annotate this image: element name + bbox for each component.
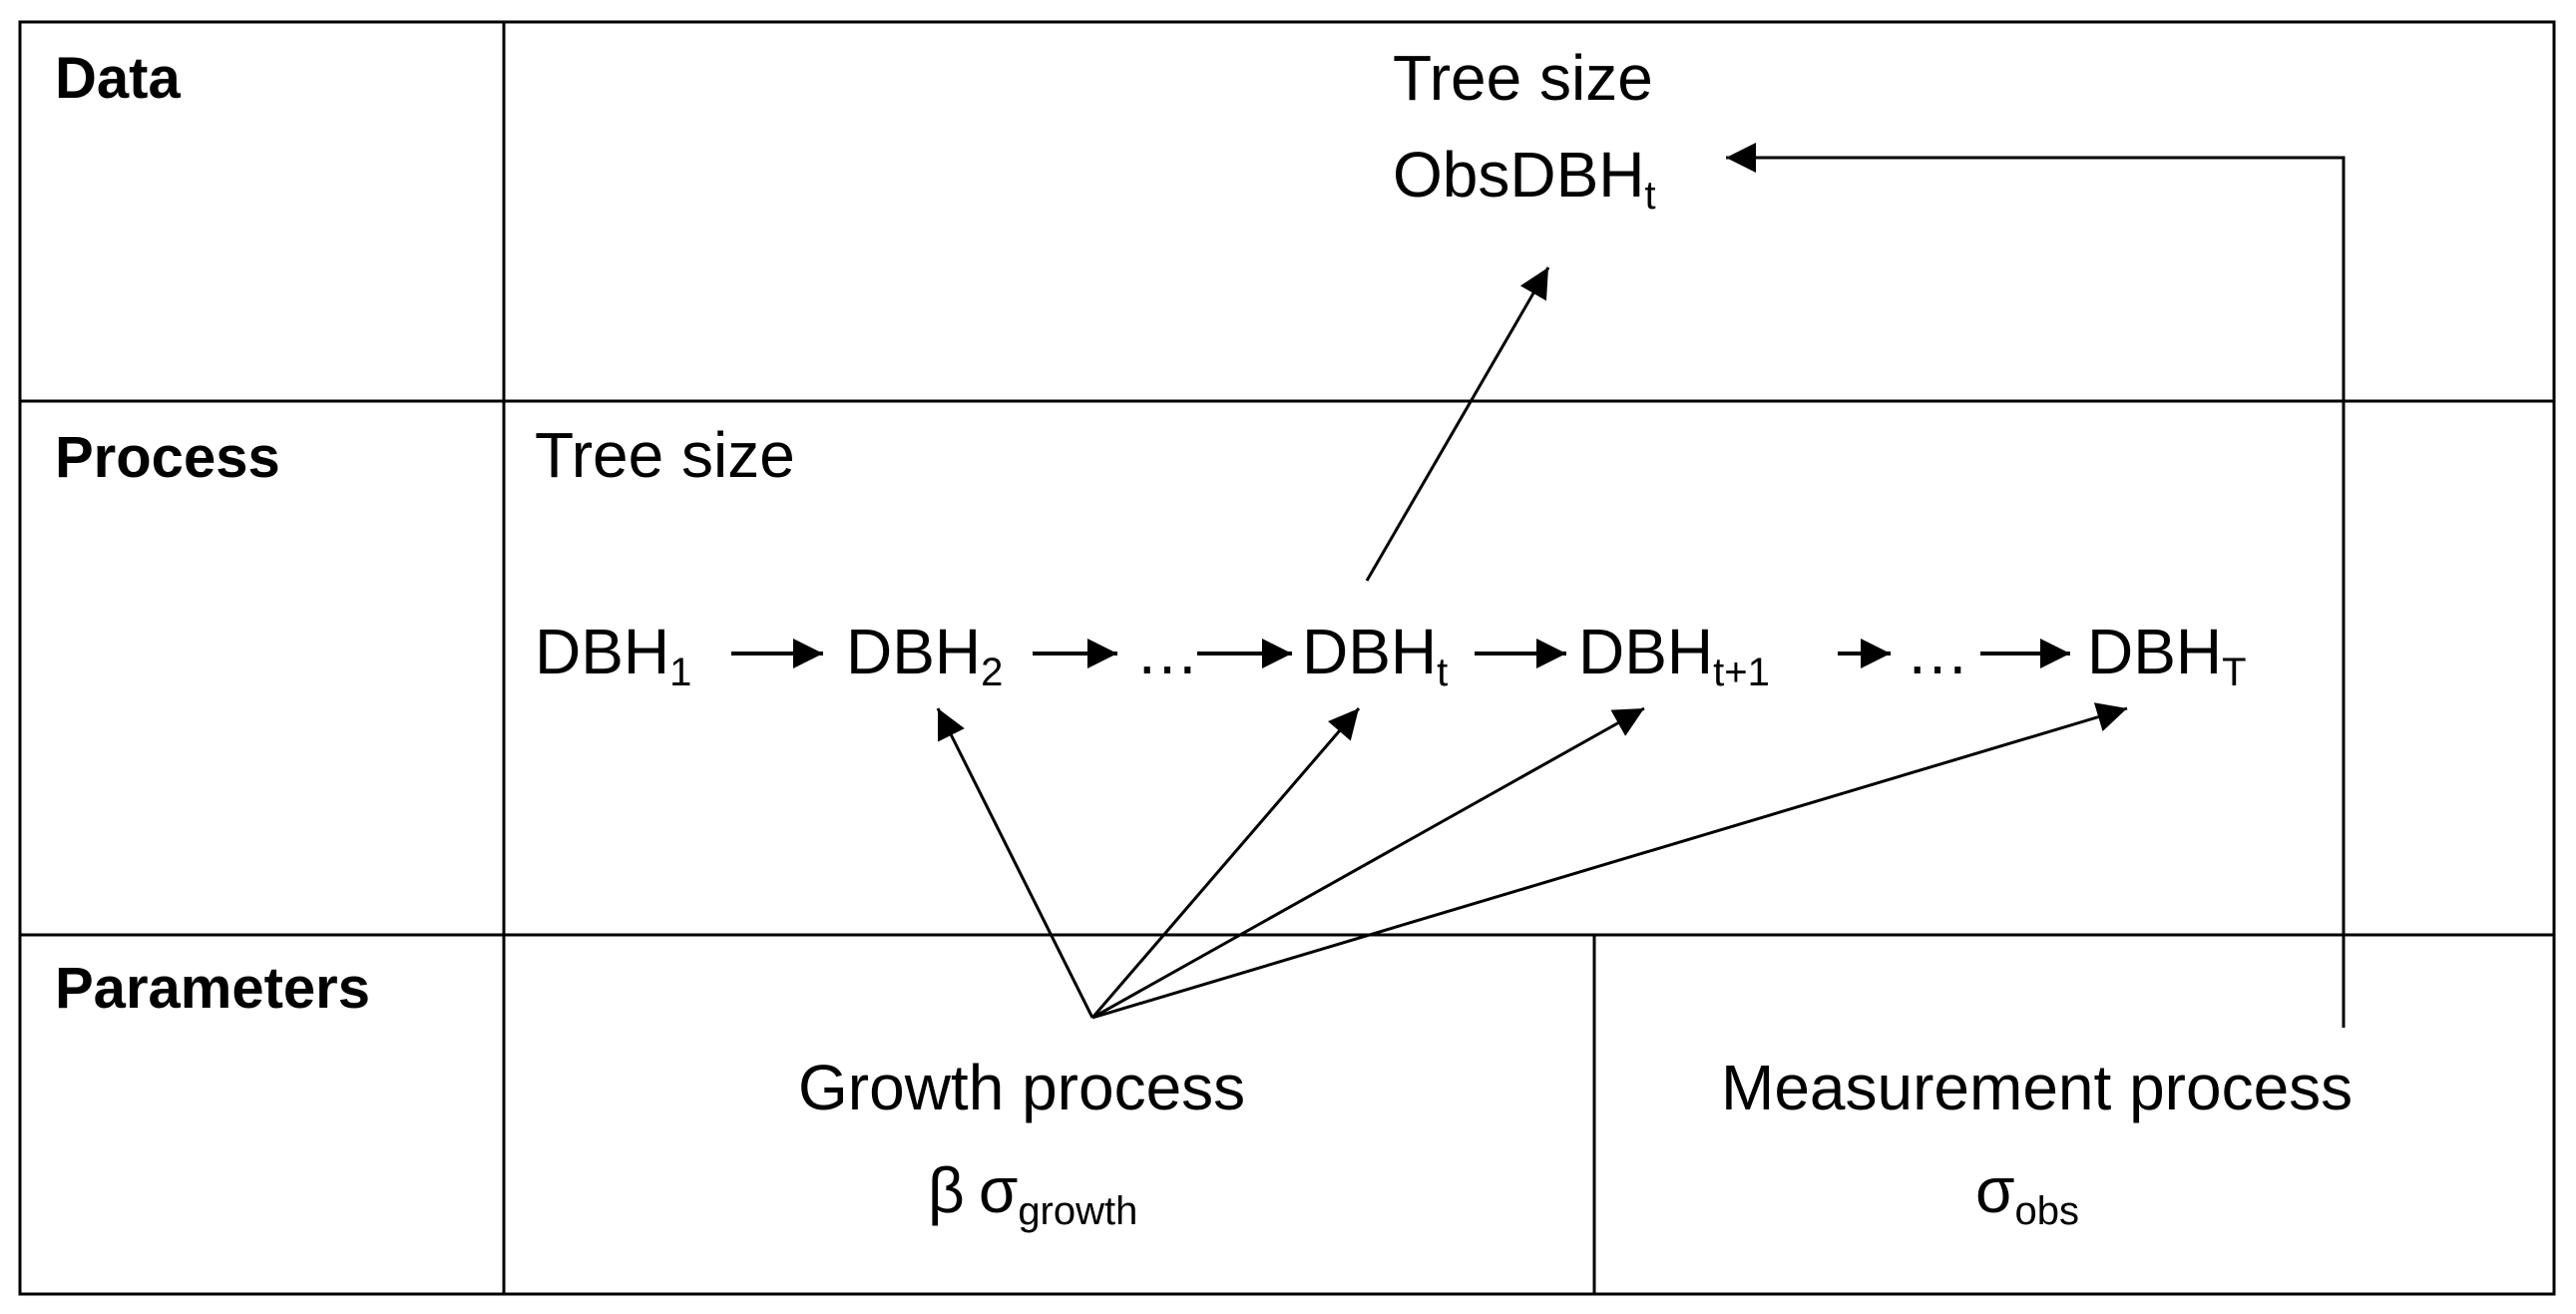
sigma-obs-subscript: obs [2015,1189,2080,1233]
arrow-measurement-to-obsdbh [1726,143,2346,1028]
process-node-dbh-2: DBH2 [846,616,1003,694]
beta-symbol: β [928,1154,965,1226]
sigma-obs-symbol: σ [1975,1154,2015,1226]
growth-process-title: Growth process [798,1052,1245,1123]
sigma-growth-symbol: σ [979,1154,1019,1226]
row-label-process: Process [55,425,280,490]
arrow-dbht-to-obsdbh [1365,266,1550,582]
arrow-growth-to-dbht1 [1091,706,1645,1020]
growth-process-arrows [936,702,2128,1020]
row-label-data: Data [55,46,181,111]
process-node-dbh-t: DBHt [1302,616,1448,694]
measurement-process-title: Measurement process [1721,1052,2353,1123]
observed-dbh-label: ObsDBHt [1393,139,1656,218]
arrow-growth-to-dbhT [1091,702,2128,1020]
data-tree-size-title: Tree size [1393,42,1653,114]
observed-dbh-subscript: t [1645,174,1656,218]
process-node-ellipsis-1: … [1135,616,1199,687]
process-node-dbh-T: DBHT [2087,616,2247,694]
arrow-growth-to-dbh2 [936,707,1094,1019]
process-tree-size-title: Tree size [535,419,795,491]
row-label-parameters: Parameters [55,956,370,1021]
process-node-ellipsis-2: … [1906,616,1969,687]
sigma-growth-subscript: growth [1018,1189,1137,1233]
process-node-dbh-t-plus-1: DBHt+1 [1578,616,1770,694]
arrow-growth-to-dbht [1090,707,1361,1019]
table-grid [18,20,2556,1296]
outer-border [18,20,2556,1296]
process-node-dbh-1: DBH1 [535,616,691,694]
measurement-parameters: σobs [1975,1154,2079,1233]
observed-dbh-base: ObsDBH [1393,139,1645,211]
